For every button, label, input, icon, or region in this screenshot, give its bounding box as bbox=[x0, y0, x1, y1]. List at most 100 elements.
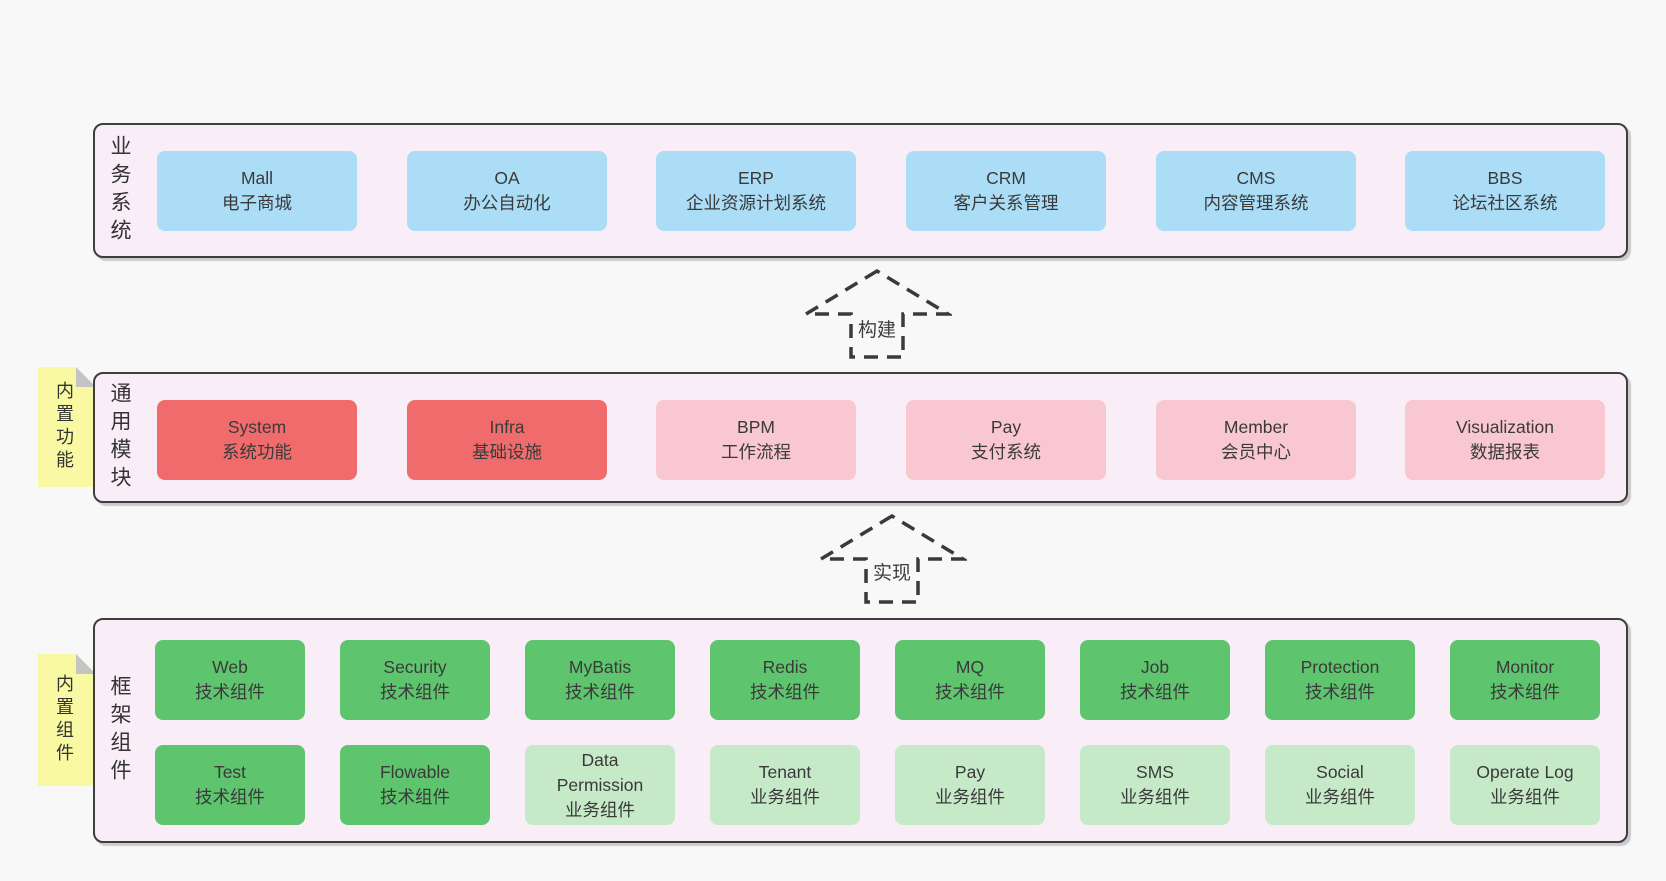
up-block-arrow-icon bbox=[802, 268, 952, 359]
node-subtitle: 技术组件 bbox=[750, 682, 820, 702]
node-title: Test bbox=[213, 762, 247, 782]
node-tenant: Tenant 业务组件 bbox=[710, 745, 860, 825]
node-title: ERP bbox=[738, 168, 774, 188]
node-crm: CRM 客户关系管理 bbox=[906, 151, 1106, 231]
node-title: Operate Log bbox=[1476, 762, 1574, 782]
node-social: Social 业务组件 bbox=[1265, 745, 1415, 825]
node-monitor: Monitor 技术组件 bbox=[1450, 640, 1600, 720]
panel-label-text: 通用模块 bbox=[108, 381, 131, 494]
node-mybatis: MyBatis 技术组件 bbox=[525, 640, 675, 720]
node-erp: ERP 企业资源计划系统 bbox=[656, 151, 856, 231]
node-operate-log: Operate Log 业务组件 bbox=[1450, 745, 1600, 825]
node-test: Test 技术组件 bbox=[155, 745, 305, 825]
node-title: Security bbox=[383, 657, 447, 677]
sticky-tag-label: 内置功能 bbox=[54, 381, 74, 473]
node-title: MyBatis bbox=[568, 657, 632, 677]
arrow-label: 实现 bbox=[872, 563, 912, 584]
node-subtitle: 电子商城 bbox=[222, 193, 292, 213]
node-subtitle: 办公自动化 bbox=[463, 193, 551, 213]
node-subtitle: 会员中心 bbox=[1221, 442, 1291, 462]
node-subtitle: 支付系统 bbox=[971, 442, 1041, 462]
node-title: BPM bbox=[737, 417, 775, 437]
node-visualization: Visualization 数据报表 bbox=[1405, 400, 1605, 480]
panel-label-text: 框架组件 bbox=[108, 674, 131, 787]
node-title: Protection bbox=[1300, 657, 1380, 677]
node-subtitle: 技术组件 bbox=[195, 787, 265, 807]
node-web: Web 技术组件 bbox=[155, 640, 305, 720]
node-title: CRM bbox=[986, 168, 1026, 188]
node-mall: Mall 电子商城 bbox=[157, 151, 357, 231]
node-pay-system: Pay 支付系统 bbox=[906, 400, 1106, 480]
node-subtitle: 技术组件 bbox=[1120, 682, 1190, 702]
node-title: SMS bbox=[1136, 762, 1174, 782]
panel-label-text: 业务系统 bbox=[108, 134, 131, 247]
node-redis: Redis 技术组件 bbox=[710, 640, 860, 720]
node-title: Data Permission bbox=[556, 749, 644, 795]
node-bbs: BBS 论坛社区系统 bbox=[1405, 151, 1605, 231]
node-flowable: Flowable 技术组件 bbox=[340, 745, 490, 825]
panel-common-modules: 通用模块 System 系统功能 Infra 基础设施 BPM 工作流程 Pay… bbox=[93, 372, 1628, 503]
panel-business-systems: 业务系统 Mall 电子商城 OA 办公自动化 ERP 企业资源计划系统 CRM… bbox=[93, 123, 1628, 258]
node-title: Tenant bbox=[758, 762, 812, 782]
node-subtitle: 业务组件 bbox=[565, 799, 635, 820]
node-subtitle: 内容管理系统 bbox=[1203, 193, 1309, 213]
node-title: Member bbox=[1223, 417, 1289, 437]
node-title: BBS bbox=[1487, 168, 1523, 188]
node-title: Mall bbox=[240, 168, 274, 188]
node-subtitle: 技术组件 bbox=[935, 682, 1005, 702]
node-title: Pay bbox=[990, 417, 1022, 437]
panel-label-business-systems: 业务系统 bbox=[104, 125, 134, 256]
node-title: Infra bbox=[489, 417, 525, 437]
node-subtitle: 企业资源计划系统 bbox=[686, 193, 826, 213]
node-subtitle: 业务组件 bbox=[750, 787, 820, 807]
node-sms: SMS 业务组件 bbox=[1080, 745, 1230, 825]
node-data-permission: Data Permission 业务组件 bbox=[525, 745, 675, 825]
node-security: Security 技术组件 bbox=[340, 640, 490, 720]
sticky-tag-label: 内置组件 bbox=[54, 674, 74, 766]
node-subtitle: 业务组件 bbox=[935, 787, 1005, 807]
arrow-realize: 实现 bbox=[817, 511, 967, 607]
node-title: Redis bbox=[762, 657, 808, 677]
node-cms: CMS 内容管理系统 bbox=[1156, 151, 1356, 231]
node-subtitle: 论坛社区系统 bbox=[1452, 193, 1558, 213]
panel-framework-components: 框架组件 Web 技术组件 Security 技术组件 MyBatis 技术组件… bbox=[93, 618, 1628, 843]
node-mq: MQ 技术组件 bbox=[895, 640, 1045, 720]
panel-label-common-modules: 通用模块 bbox=[104, 374, 134, 501]
node-title: Web bbox=[212, 657, 248, 677]
node-subtitle: 技术组件 bbox=[1490, 682, 1560, 702]
node-bpm: BPM 工作流程 bbox=[656, 400, 856, 480]
node-system: System 系统功能 bbox=[157, 400, 357, 480]
arrow-label: 构建 bbox=[857, 320, 897, 341]
node-subtitle: 技术组件 bbox=[565, 682, 635, 702]
node-job: Job 技术组件 bbox=[1080, 640, 1230, 720]
node-title: OA bbox=[494, 168, 520, 188]
node-title: MQ bbox=[955, 657, 985, 677]
panel-label-framework-components: 框架组件 bbox=[104, 620, 134, 841]
node-title: Monitor bbox=[1495, 657, 1555, 677]
node-subtitle: 工作流程 bbox=[721, 442, 791, 462]
node-subtitle: 技术组件 bbox=[1305, 682, 1375, 702]
node-title: CMS bbox=[1236, 168, 1276, 188]
sticky-tag-builtin-features: 内置功能 bbox=[38, 367, 96, 487]
node-title: Flowable bbox=[379, 762, 451, 782]
node-title: Visualization bbox=[1456, 417, 1554, 437]
node-title: System bbox=[227, 417, 287, 437]
node-title: Job bbox=[1140, 657, 1170, 677]
node-member: Member 会员中心 bbox=[1156, 400, 1356, 480]
sticky-tag-builtin-components: 内置组件 bbox=[38, 654, 96, 786]
node-protection: Protection 技术组件 bbox=[1265, 640, 1415, 720]
node-subtitle: 系统功能 bbox=[222, 442, 292, 462]
arrow-build: 构建 bbox=[802, 268, 952, 360]
node-subtitle: 业务组件 bbox=[1305, 787, 1375, 807]
node-oa: OA 办公自动化 bbox=[407, 151, 607, 231]
node-subtitle: 技术组件 bbox=[380, 682, 450, 702]
node-subtitle: 业务组件 bbox=[1490, 787, 1560, 807]
node-subtitle: 业务组件 bbox=[1120, 787, 1190, 807]
node-subtitle: 基础设施 bbox=[472, 442, 542, 462]
node-subtitle: 数据报表 bbox=[1470, 442, 1540, 462]
node-title: Pay bbox=[954, 762, 986, 782]
node-pay-component: Pay 业务组件 bbox=[895, 745, 1045, 825]
node-subtitle: 技术组件 bbox=[380, 787, 450, 807]
node-subtitle: 客户关系管理 bbox=[953, 193, 1059, 213]
